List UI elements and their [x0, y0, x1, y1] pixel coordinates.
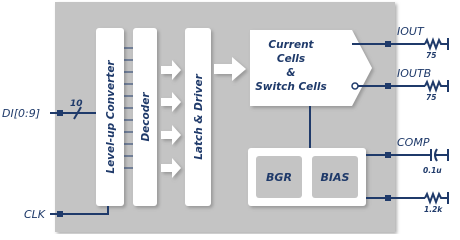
- latch-driver-label: Latch & Driver: [193, 73, 205, 159]
- iout-pin: [385, 41, 391, 47]
- iout-label: IOUT: [397, 25, 425, 38]
- comp-capacitor-plate-2: [434, 148, 438, 162]
- clk-wire: [50, 206, 109, 215]
- comp-label: COMP: [397, 136, 430, 149]
- current-cells-block: [250, 30, 372, 106]
- iout-resistor-value: 75: [426, 51, 436, 60]
- latch-driver-block: [185, 28, 211, 206]
- bgr-block: [256, 156, 302, 198]
- rset-resistor: [424, 191, 448, 205]
- bus-slash: [73, 106, 82, 120]
- di-label: DI[0:9]: [2, 107, 40, 120]
- internal-bus-lines: [124, 47, 133, 169]
- arrow-right-icon: [161, 125, 181, 145]
- bias-block: [312, 156, 358, 198]
- rset-value: 1.2k: [424, 205, 443, 214]
- arrow-right-icon: [214, 57, 246, 81]
- ioutb-resistor-value: 75: [426, 93, 436, 102]
- rset-pin: [385, 195, 391, 201]
- level-up-converter-label: Level-up Converter: [105, 60, 117, 174]
- comp-pin: [385, 152, 391, 158]
- clk-label: CLK: [24, 208, 46, 221]
- bgr-label: BGR: [266, 171, 292, 184]
- di-pin: [57, 110, 63, 116]
- decoder-label: Decoder: [140, 92, 152, 142]
- dac-block-diagram: Level-up Converter Decoder Latch & Drive…: [2, 2, 449, 232]
- current-cells-label-1: Current: [268, 39, 314, 51]
- decoder-block: [133, 28, 157, 206]
- arrow-right-icon: [161, 158, 181, 178]
- arrow-right-icon: [161, 60, 181, 80]
- ioutb-label: IOUTB: [397, 67, 431, 80]
- clk-pin: [57, 211, 63, 217]
- ioutb-pin: [385, 83, 391, 89]
- current-cells-label-3: &: [286, 67, 295, 79]
- iout-resistor: [424, 37, 448, 51]
- bus-width-label: 10: [70, 99, 83, 109]
- decoder-to-latch-arrows: [161, 60, 181, 178]
- ioutb-inversion-bubble: [351, 82, 359, 90]
- bias-label: BIAS: [321, 171, 350, 184]
- comp-capacitor-value: 0.1u: [423, 166, 442, 175]
- arrow-right-icon: [161, 92, 181, 112]
- level-up-converter-block: [96, 28, 124, 206]
- current-cells-label-4: Switch Cells: [255, 81, 327, 93]
- ioutb-resistor: [424, 79, 448, 93]
- current-cells-label-2: Cells: [277, 53, 305, 65]
